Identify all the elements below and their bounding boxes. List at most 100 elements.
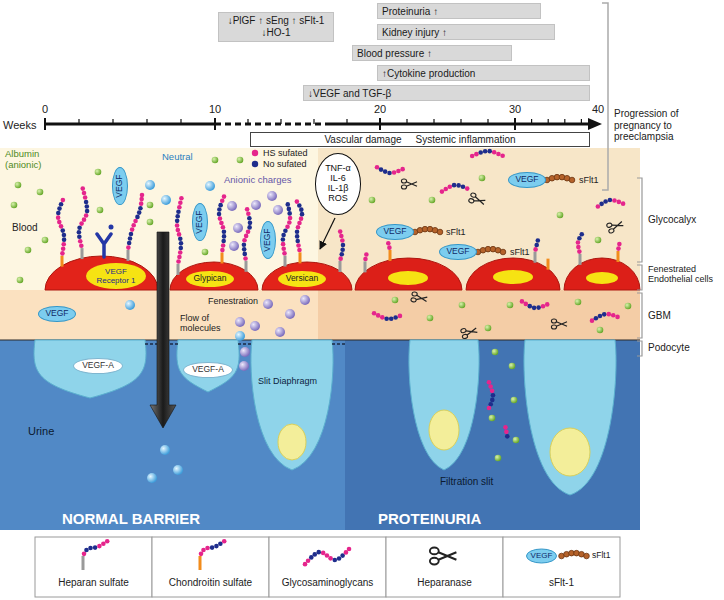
- gag-bead: [140, 193, 145, 198]
- gag-bead: [340, 247, 345, 252]
- axis-title: Weeks: [3, 119, 36, 132]
- gag-bead: [316, 550, 321, 555]
- gag-bead: [137, 210, 142, 215]
- neutral-molecule: [173, 465, 183, 475]
- gag-chain: [338, 229, 345, 261]
- gag-bead: [219, 221, 224, 226]
- heparan-core: [284, 256, 287, 267]
- albumin: [479, 175, 486, 182]
- gag-bead: [57, 220, 62, 225]
- gag-bead: [177, 232, 182, 237]
- week-number: 40: [592, 103, 604, 116]
- neutral-molecule: [147, 473, 157, 483]
- proteoglycan-label: Glypican: [193, 274, 226, 284]
- gag-bead: [338, 256, 343, 261]
- gag-bead: [242, 247, 247, 252]
- podocyte: [524, 340, 616, 495]
- major-tick: [44, 118, 46, 130]
- gag-bead: [248, 221, 253, 226]
- gag-bead: [61, 242, 66, 247]
- gag-bead: [295, 239, 300, 244]
- gag-bead: [84, 213, 89, 218]
- gag-bead: [176, 209, 181, 214]
- gag-bead: [105, 539, 110, 544]
- gag-bead: [214, 544, 219, 549]
- gag-bead: [347, 547, 352, 552]
- layer-label: Podocyte: [648, 342, 690, 354]
- gag-bead: [217, 207, 222, 212]
- gag-chain: [175, 196, 184, 264]
- gag-bead: [487, 380, 492, 385]
- gag-bead: [133, 219, 138, 224]
- scissor-blade: [466, 328, 477, 335]
- gag-chain: [533, 238, 540, 252]
- gag-bead: [611, 313, 616, 318]
- gag-bead: [175, 214, 180, 219]
- gag-bead: [84, 200, 89, 205]
- gag-bead: [533, 247, 538, 252]
- gag-bead: [60, 251, 65, 256]
- gag-chain: [242, 207, 253, 261]
- albumin: [147, 219, 154, 226]
- minor-tick: [247, 119, 248, 124]
- major-tick: [379, 118, 381, 130]
- albumin: [429, 197, 436, 204]
- neutral-molecule-group: [125, 180, 245, 483]
- gag-bead: [201, 548, 206, 553]
- gag-bead: [299, 207, 304, 212]
- vegf-oval: VEGF: [376, 224, 414, 240]
- urinary-space: [0, 340, 345, 530]
- week-number: 10: [209, 103, 221, 116]
- gag-bead: [179, 246, 184, 251]
- gag-bead: [56, 211, 61, 216]
- anionic-molecule: [233, 223, 243, 233]
- gag-chain: [576, 232, 584, 254]
- scissor-handle: [551, 319, 556, 323]
- gag-chain: [199, 539, 227, 556]
- albumin: [459, 302, 466, 309]
- gag-bead: [61, 246, 66, 251]
- week-number: 20: [374, 103, 386, 116]
- molecule-label: Anionic charges: [222, 175, 294, 186]
- sflt1-label: sFlt1: [446, 227, 466, 237]
- gag-bead: [77, 230, 82, 235]
- gag-bead: [608, 198, 613, 203]
- gag-chain: [56, 198, 67, 256]
- anionic-molecule: [240, 347, 250, 357]
- gag-bead: [375, 165, 380, 170]
- node-text: TNF-α IL-6 IL-1β ROS: [324, 164, 351, 204]
- receptor-dot: [109, 225, 114, 230]
- legend-cell: [386, 537, 503, 597]
- vegf-oval: VEGF: [508, 172, 546, 188]
- albumin: [485, 325, 492, 332]
- gag-bead: [296, 225, 301, 230]
- timeline-bar: Blood pressure ↑: [352, 45, 512, 61]
- region-label: Urine: [28, 425, 54, 438]
- cleaved-gag: [375, 165, 405, 175]
- gag-bead: [281, 242, 286, 247]
- legend-text: Heparanase: [390, 577, 499, 589]
- gag-bead: [447, 184, 452, 189]
- scissor-blade: [416, 295, 427, 301]
- gag-bead: [175, 219, 180, 224]
- heparanase-scissors: [606, 219, 624, 234]
- gag-bead: [616, 246, 621, 251]
- gag-bead: [242, 252, 247, 257]
- gag-bead: [312, 552, 317, 557]
- gag-bead: [62, 237, 67, 242]
- podocyte-nucleus: [429, 410, 459, 450]
- gag-bead: [379, 167, 384, 172]
- gag-bead: [287, 211, 292, 216]
- slit-diaphragm: [238, 343, 252, 345]
- gag-bead: [247, 216, 252, 221]
- gag-bead: [396, 169, 401, 174]
- gag-bead: [83, 195, 88, 200]
- legend-cell: [503, 537, 620, 597]
- gag-bead: [295, 230, 300, 235]
- gag-bead: [576, 240, 581, 245]
- cleaved-gag: [503, 425, 509, 439]
- gag-bead: [130, 227, 135, 232]
- heparan-core: [127, 250, 130, 261]
- gag-bead: [85, 209, 90, 214]
- chondroitin-core: [299, 252, 302, 263]
